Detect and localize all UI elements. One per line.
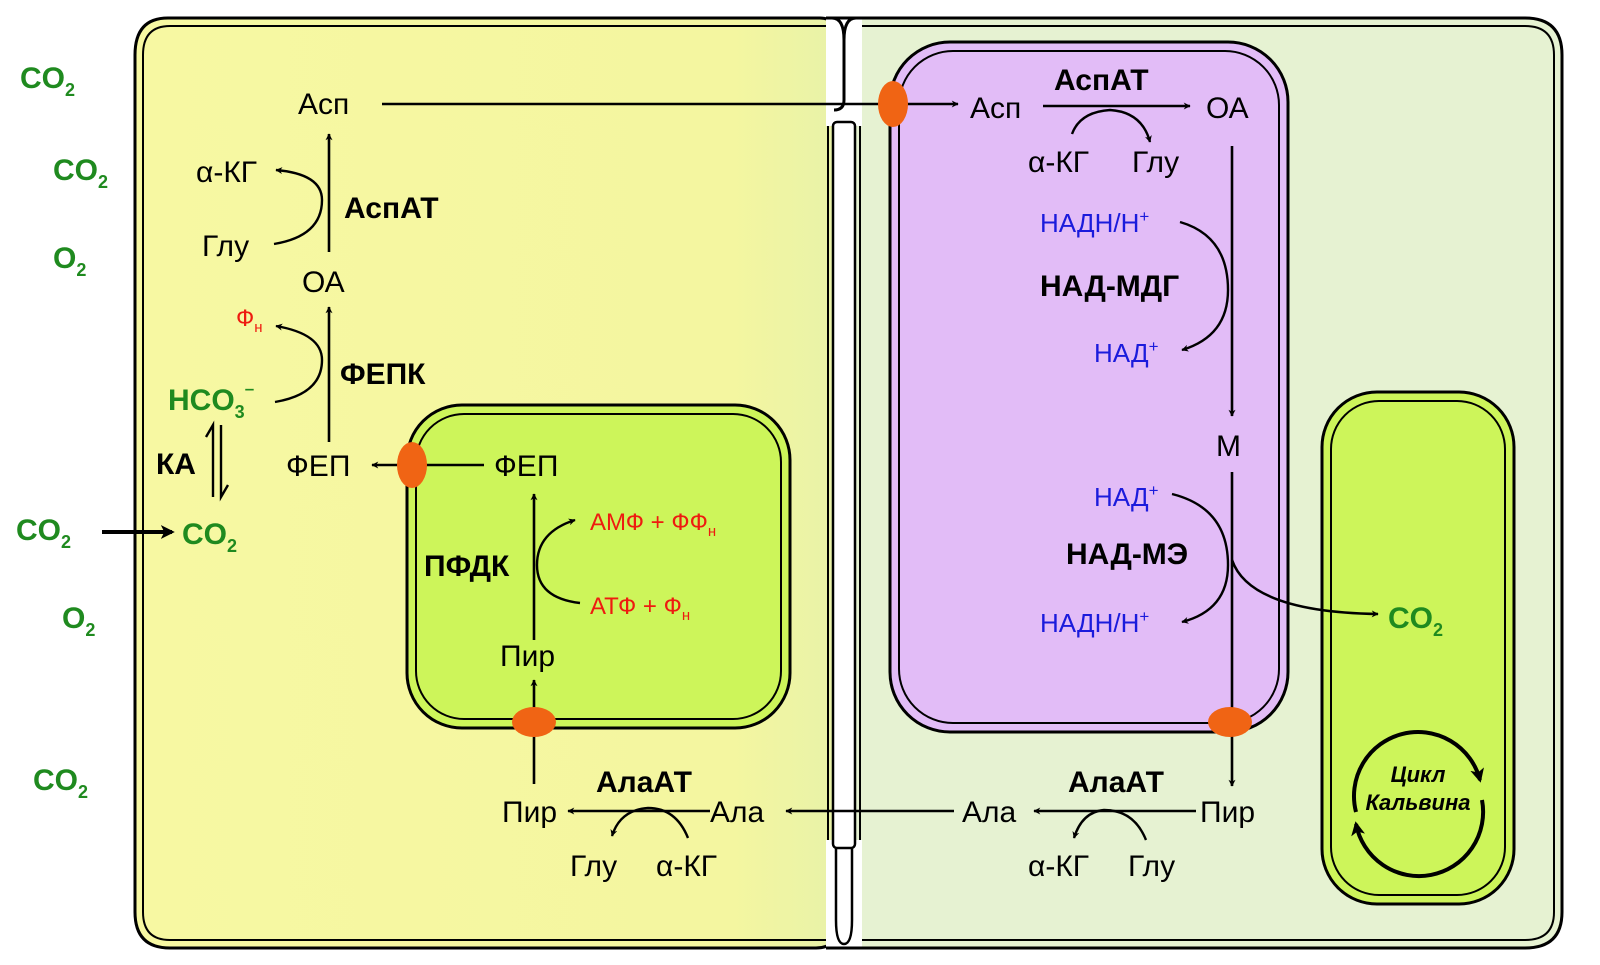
label-o2-outside-2: O2 [62, 602, 95, 640]
label-nadh-2: НАДН/Н+ [1040, 607, 1149, 638]
label-glu-meso-2: Глу [570, 850, 617, 883]
bundle-sheath-chloroplast [1320, 390, 1516, 906]
label-akg-meso-2: α-КГ [656, 850, 717, 883]
label-atf-fn: АТФ + Фн [590, 593, 690, 624]
label-alaat-bs: АлаАТ [1068, 766, 1164, 799]
label-calvin-2: Кальвина [1365, 790, 1470, 815]
label-o2-outside-1: O2 [53, 242, 86, 280]
label-nad-mdg: НАД-МДГ [1040, 270, 1179, 303]
arrow-co2-release [1230, 559, 1379, 618]
label-akg-meso: α-КГ [196, 156, 257, 189]
label-oa-mito: ОА [1206, 92, 1249, 125]
transporter-pir [512, 707, 556, 737]
label-amf-ffn: АМФ + ФФн [590, 509, 716, 540]
label-pir-chloroplast: Пир [500, 640, 555, 673]
label-nadh-1: НАДН/Н+ [1040, 207, 1149, 238]
label-nad-me: НАД-МЭ [1066, 538, 1188, 571]
label-aspat-meso: АспАТ [344, 192, 439, 225]
label-co2-meso: CO2 [182, 518, 237, 556]
curve-glu-akg-bs [1072, 808, 1148, 841]
label-hco3: HCO3– [168, 379, 254, 422]
label-ala-bs: Ала [962, 796, 1017, 829]
label-aspat-mito: АспАТ [1054, 64, 1149, 97]
label-oa-meso: ОА [302, 266, 345, 299]
curve-glu-akg [273, 167, 324, 246]
curve-akg-glu-mito [1070, 108, 1152, 143]
curve-nadh-nad [1179, 220, 1230, 352]
label-alaat-meso: АлаАТ [596, 766, 692, 799]
label-asp-meso: Асп [298, 88, 349, 121]
label-co2-outside-3: CO2 [16, 514, 71, 552]
label-glu-meso: Глу [202, 230, 249, 263]
label-ka: КА [156, 448, 196, 481]
label-glu-bs: Глу [1128, 850, 1175, 883]
mitochondrion [888, 40, 1290, 734]
cell-wall-junction [826, 16, 862, 952]
label-pir-meso: Пир [502, 796, 557, 829]
label-co2-outside-1: CO2 [20, 62, 75, 100]
label-fep-chloroplast: ФЕП [494, 450, 558, 483]
label-ala-meso: Ала [710, 796, 765, 829]
label-pfdk: ПФДК [424, 550, 510, 583]
transporter-fep [397, 442, 427, 488]
transporter-asp [878, 81, 908, 127]
label-calvin-1: Цикл [1391, 762, 1446, 787]
label-co2-bs: CO2 [1388, 602, 1443, 640]
label-akg-bs: α-КГ [1028, 850, 1089, 883]
label-m: М [1216, 430, 1241, 463]
curve-nad-nadh [1171, 492, 1230, 624]
label-nad-2: НАД+ [1094, 481, 1159, 512]
label-pir-bs: Пир [1200, 796, 1255, 829]
label-fn-meso: Фн [236, 305, 263, 336]
calvin-cycle-icon [1351, 729, 1486, 879]
mesophyll-chloroplast [405, 403, 792, 730]
label-fep-meso: ФЕП [286, 450, 350, 483]
label-asp-mito: Асп [970, 92, 1021, 125]
label-akg-mito: α-КГ [1028, 146, 1089, 179]
label-co2-outside-2: CO2 [53, 154, 108, 192]
curve-atf-amf [535, 518, 581, 605]
transporter-mito [1208, 707, 1252, 737]
arrow-ka-down [219, 425, 230, 502]
label-fepk: ФЕПК [340, 358, 426, 391]
curve-akg-glu-meso [610, 806, 690, 839]
label-nad-1: НАД+ [1094, 337, 1159, 368]
arrow-ka-up [204, 420, 215, 497]
curve-hco3-fn [274, 323, 324, 404]
label-co2-outside-4: CO2 [33, 764, 88, 802]
label-glu-mito: Глу [1132, 146, 1179, 179]
